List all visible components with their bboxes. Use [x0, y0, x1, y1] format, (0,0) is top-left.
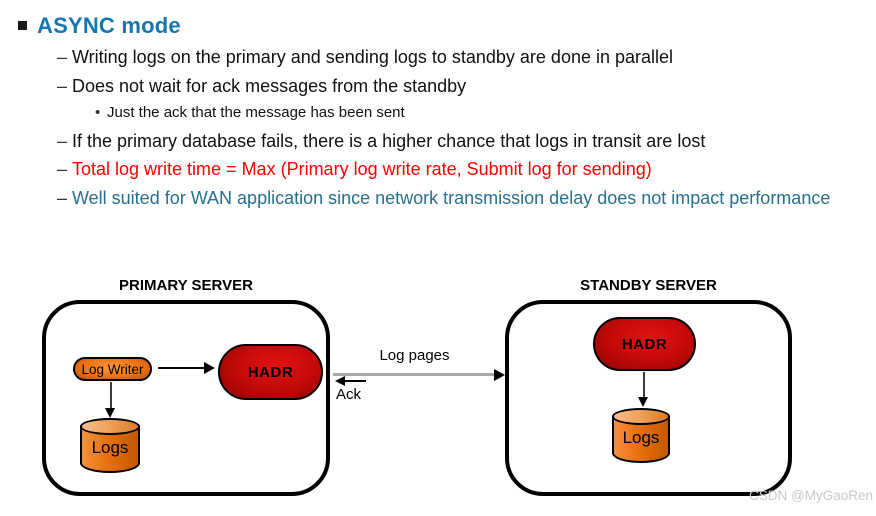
bullet-item: – Does not wait for ack messages from th…	[57, 76, 856, 97]
primary-logs-cylinder: Logs	[80, 418, 140, 473]
bullet-text: Total log write time = Max (Primary log …	[72, 159, 652, 180]
bullet-item-highlight-red: – Total log write time = Max (Primary lo…	[57, 159, 856, 180]
cylinder-label: Logs	[622, 428, 660, 447]
log-writer-node: Log Writer	[73, 357, 152, 381]
cylinder-top	[80, 418, 140, 435]
log-pages-label: Log pages	[379, 347, 450, 364]
cylinder-top	[612, 408, 670, 425]
bullet-text: Writing logs on the primary and sending …	[72, 47, 674, 67]
dash-bullet-icon: –	[57, 47, 68, 67]
dash-bullet-icon: –	[57, 75, 68, 96]
slide-title-row: ASYNC mode	[18, 13, 181, 39]
bullet-item-highlight-teal: – Well suited for WAN application since …	[57, 188, 856, 209]
slide-title: ASYNC mode	[37, 13, 181, 38]
bullet-text: If the primary database fails, there is …	[72, 130, 706, 151]
bullet-item: – If the primary database fails, there i…	[57, 131, 856, 152]
standby-logs-cylinder: Logs	[612, 408, 670, 463]
bullet-list: – Writing logs on the primary and sendin…	[0, 47, 866, 209]
cylinder-label: Logs	[91, 438, 129, 457]
hadr-standby-node: HADR	[593, 317, 696, 371]
standby-server-label: STANDBY SERVER	[580, 277, 717, 294]
ack-label: Ack	[336, 386, 362, 403]
dash-bullet-icon: –	[57, 188, 68, 208]
primary-server-label: PRIMARY SERVER	[119, 277, 253, 294]
sub-bullet-item: • Just the ack that the message has been…	[95, 104, 856, 121]
bullet-text: Just the ack that the message has been s…	[107, 104, 405, 122]
bullet-item: – Writing logs on the primary and sendin…	[57, 47, 856, 68]
dash-bullet-icon: –	[57, 130, 68, 151]
dot-bullet-icon: •	[95, 104, 101, 122]
bullet-text: Does not wait for ack messages from the …	[72, 75, 467, 96]
watermark: CSDN @MyGaoRen	[749, 488, 873, 503]
square-bullet-icon	[18, 21, 27, 30]
hadr-primary-node: HADR	[218, 344, 323, 400]
bullet-text: Well suited for WAN application since ne…	[72, 188, 831, 208]
dash-bullet-icon: –	[57, 159, 68, 180]
